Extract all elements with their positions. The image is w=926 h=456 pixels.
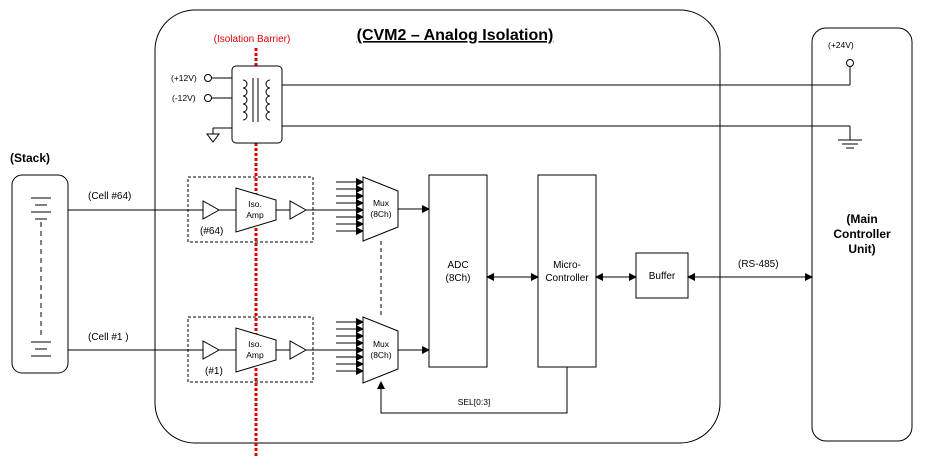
minus12v-terminal (204, 94, 212, 102)
iso-amp-64-line2: Amp (246, 210, 264, 220)
mux-bottom-line2: (8Ch) (370, 350, 391, 360)
adc-line1: ADC (447, 260, 468, 271)
mux-top (362, 176, 399, 242)
mux-bottom (362, 316, 399, 384)
output-buffer-icon (289, 340, 308, 360)
adc-line2: (8Ch) (445, 273, 470, 284)
isolation-barrier-label: (Isolation Barrier) (214, 34, 291, 45)
iso-amp-1 (235, 327, 277, 373)
plus24v-terminal (846, 59, 854, 67)
plus12v-terminal (204, 74, 212, 82)
iso-amp-1-line2: Amp (246, 350, 264, 360)
main-unit-line2: Controller (833, 227, 891, 241)
transformer-icon (231, 65, 283, 144)
micro-line1: Micro- (553, 260, 581, 271)
mux-bottom-line1: Mux (373, 339, 390, 349)
minus12v-label: (-12V) (172, 93, 196, 103)
iso-amp-1-line1: Iso. (248, 339, 262, 349)
microcontroller-box (537, 174, 597, 368)
sel-label: SEL[0:3] (458, 397, 491, 407)
stack-label: (Stack) (10, 151, 50, 165)
ground-icon-main (838, 139, 862, 149)
buffer-label: Buffer (649, 271, 676, 282)
main-unit-line1: (Main (846, 212, 877, 226)
output-buffer-icon (289, 200, 308, 220)
mux-top-line2: (8Ch) (370, 209, 391, 219)
plus24v-label: (+24V) (828, 40, 854, 50)
iso-amp-1-channel: (#1) (205, 366, 223, 377)
stack-box (11, 174, 69, 374)
ground-icon (206, 127, 232, 143)
cell64-label: (Cell #64) (88, 191, 131, 202)
cvm2-module-box (154, 9, 721, 444)
mux-top-inputs (336, 178, 364, 235)
iso-amp-64 (235, 187, 277, 233)
mux-bottom-inputs (336, 318, 364, 375)
battery-cell-bottom-icon (31, 341, 51, 357)
input-buffer-icon (202, 200, 221, 220)
adc-box (428, 174, 488, 368)
sel-line (377, 367, 568, 414)
buffer-box (635, 252, 689, 299)
battery-cell-top-icon (31, 197, 51, 220)
main-controller-box (811, 27, 913, 442)
main-unit-line3: Unit) (848, 242, 875, 256)
iso-amp-64-channel: (#64) (200, 226, 223, 237)
iso-amp-64-line1: Iso. (248, 199, 262, 209)
cvm2-title: (CVM2 – Analog Isolation) (357, 27, 554, 44)
plus12v-label: (+12V) (171, 73, 197, 83)
input-buffer-icon (202, 340, 221, 360)
micro-line2: Controller (545, 273, 589, 284)
mux-top-line1: Mux (373, 198, 390, 208)
cell1-label: (Cell #1 ) (88, 332, 129, 343)
rs485-label: (RS-485) (738, 259, 779, 270)
